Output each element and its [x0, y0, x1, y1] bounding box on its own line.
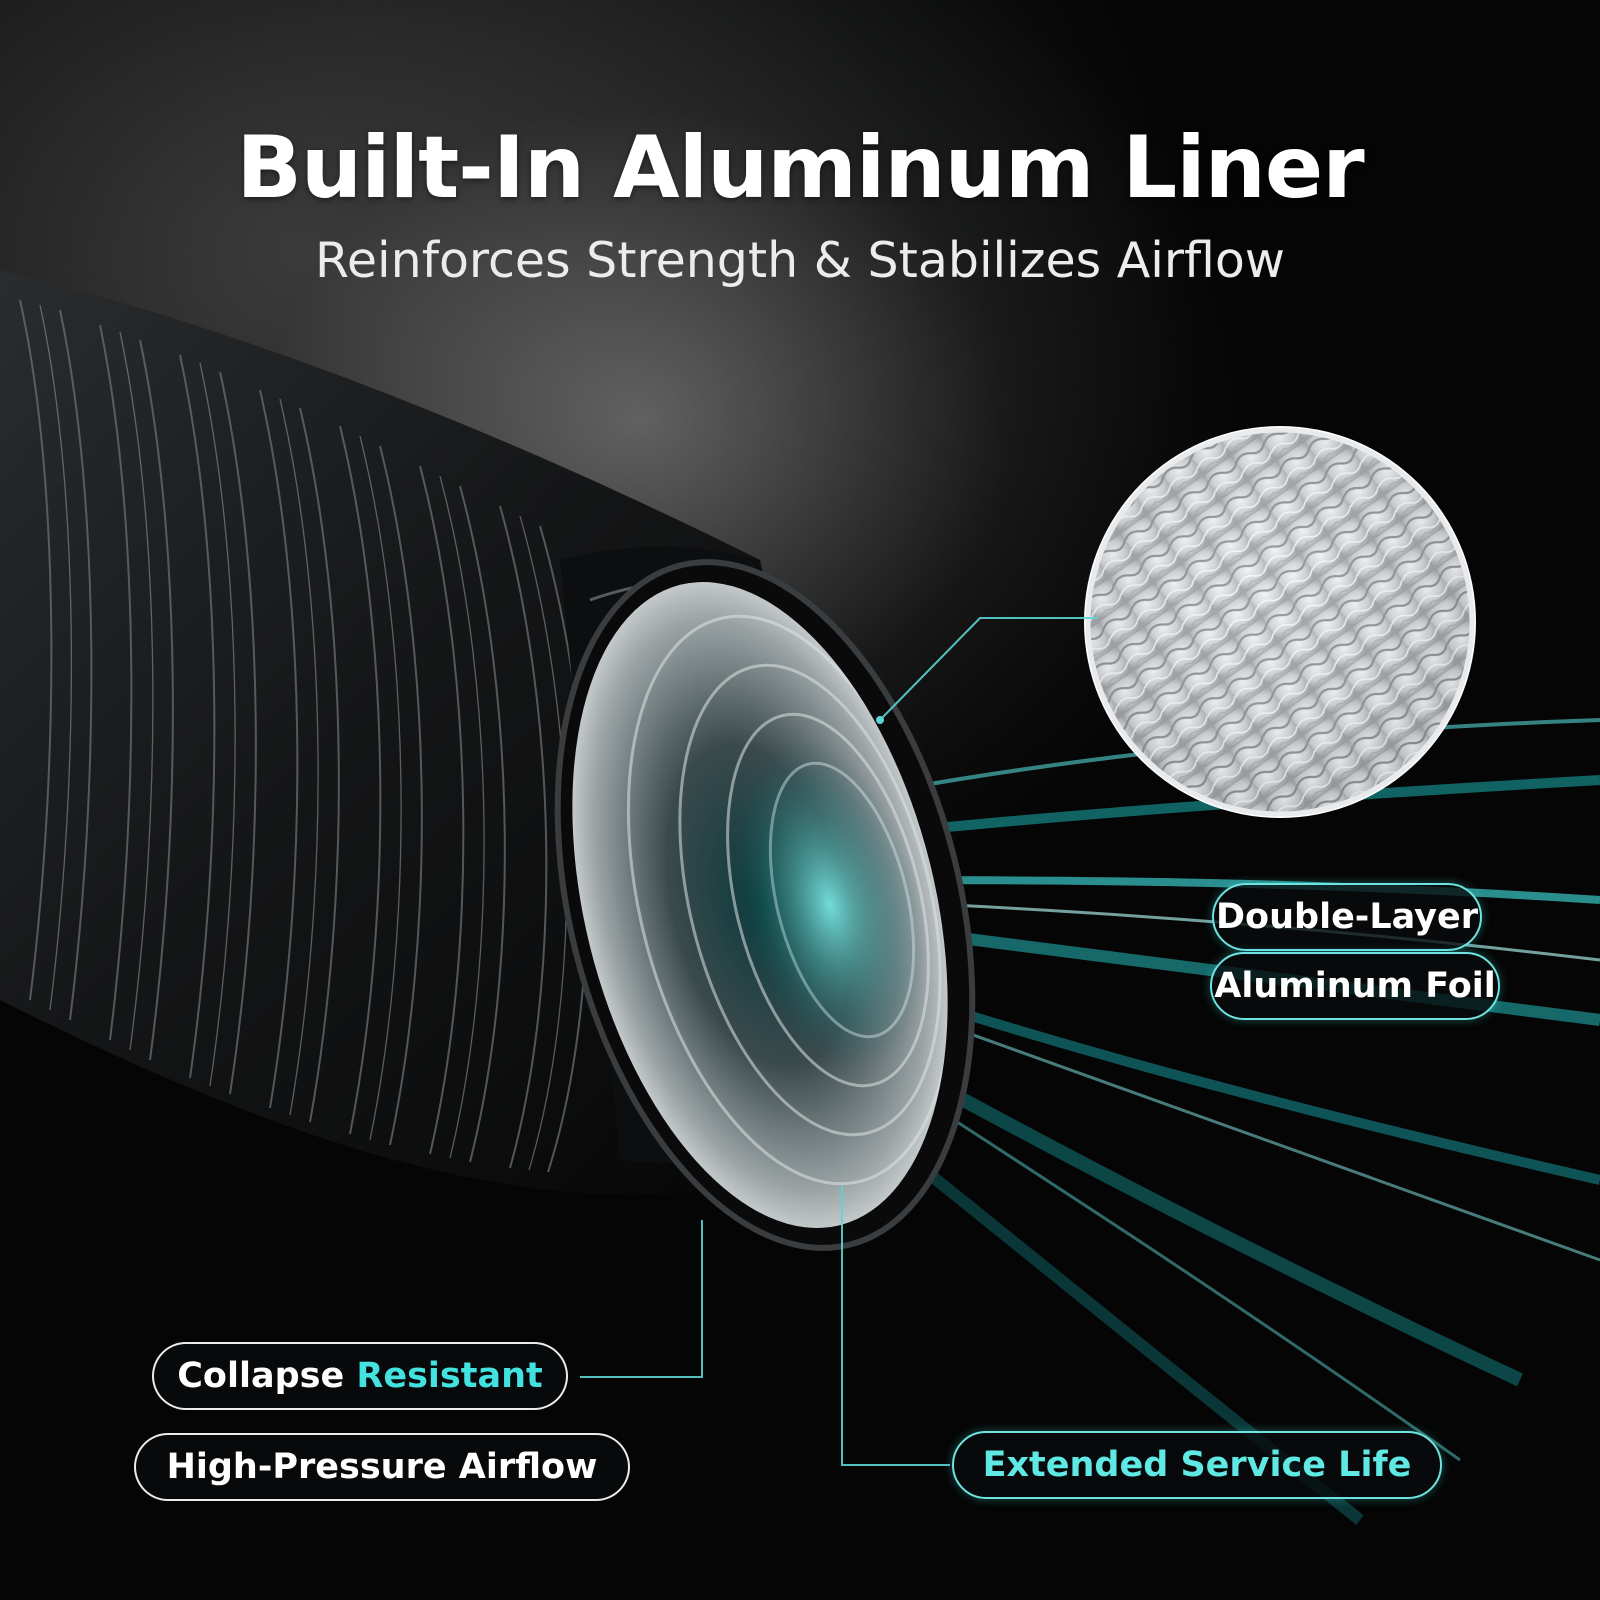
hose-mouth — [554, 559, 976, 1251]
aluminum-foil-magnifier — [1084, 426, 1476, 818]
page-subtitle: Reinforces Strength & Stabilizes Airflow — [315, 232, 1285, 289]
badge-high-pressure-airflow: High-Pressure Airflow — [134, 1433, 630, 1501]
callout-dot — [876, 716, 884, 724]
badge-double-layer: Double-Layer — [1212, 883, 1482, 951]
badge-extended-service-life: Extended Service Life — [952, 1431, 1442, 1499]
page-title: Built-In Aluminum Liner — [236, 118, 1364, 218]
badge-collapse-resistant: Collapse Resistant — [152, 1342, 568, 1410]
callout-lines — [580, 617, 1098, 1466]
badge-aluminum-foil: Aluminum Foil — [1210, 952, 1500, 1020]
